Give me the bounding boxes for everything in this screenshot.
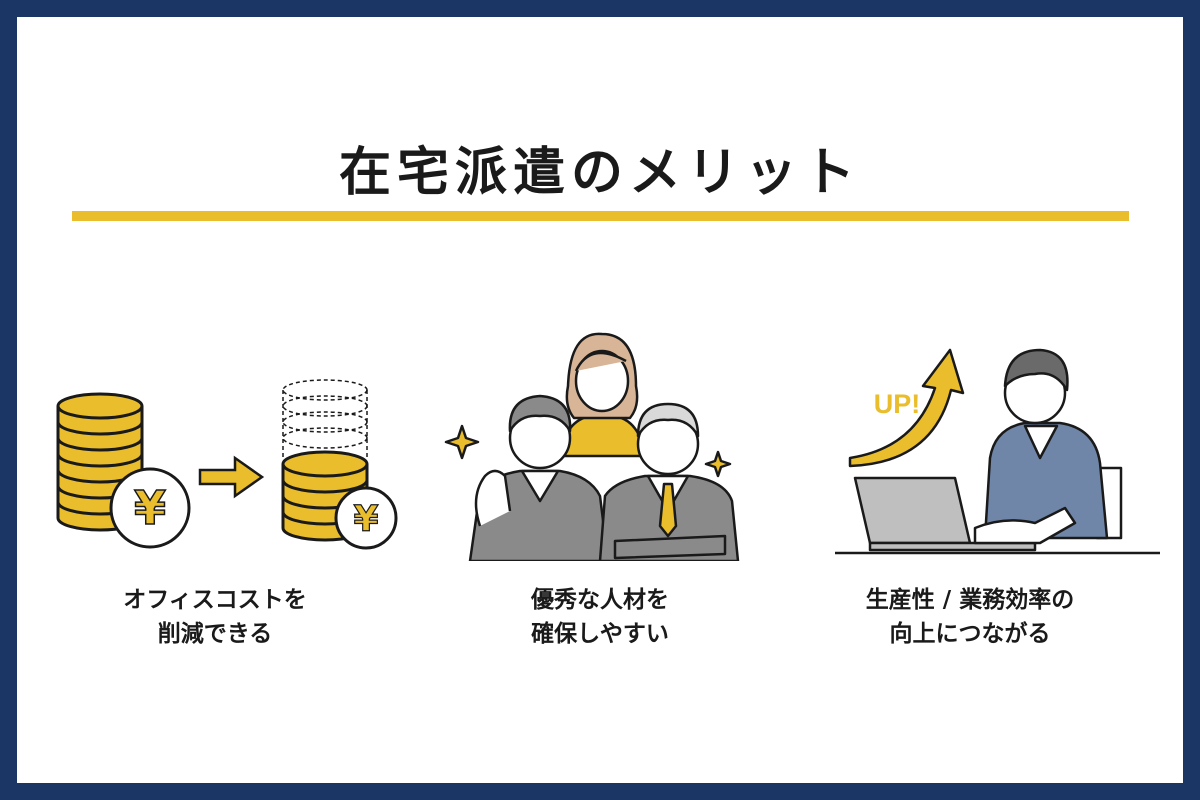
- up-arrow-icon: [848, 348, 965, 468]
- page-title: 在宅派遣のメリット: [338, 143, 861, 203]
- yen-coins-icon: ¥ ¥: [56, 379, 398, 550]
- sparkle-icon: [444, 424, 480, 460]
- people-group-icon: [444, 332, 740, 561]
- benefit-caption-productivity: 生産性 / 業務効率の 向上につながる: [790, 583, 1150, 651]
- productivity-up-icon: UP!: [835, 348, 1160, 555]
- coin-stack-reduced: ¥: [281, 379, 398, 550]
- caption-line: 優秀な人材を: [531, 587, 669, 613]
- up-badge-text: UP!: [874, 389, 921, 419]
- yen-symbol-small: ¥: [353, 499, 378, 540]
- caption-line: 削減できる: [157, 621, 273, 647]
- benefit-caption-talent: 優秀な人材を 確保しやすい: [420, 583, 780, 651]
- arrow-right-icon: [198, 455, 265, 499]
- caption-line: オフィスコストを: [123, 587, 307, 613]
- title-underline: [72, 211, 1129, 221]
- yen-coin-large: [109, 467, 191, 549]
- caption-line: 確保しやすい: [531, 621, 669, 647]
- sparkle-icon: [704, 450, 732, 478]
- caption-line: 向上につながる: [889, 621, 1051, 647]
- caption-line: 生産性 / 業務効率の: [865, 587, 1075, 613]
- coin-stack-full: [56, 392, 144, 532]
- yen-symbol-large: ¥: [134, 481, 166, 535]
- benefit-caption-cost: オフィスコストを 削減できる: [35, 583, 395, 651]
